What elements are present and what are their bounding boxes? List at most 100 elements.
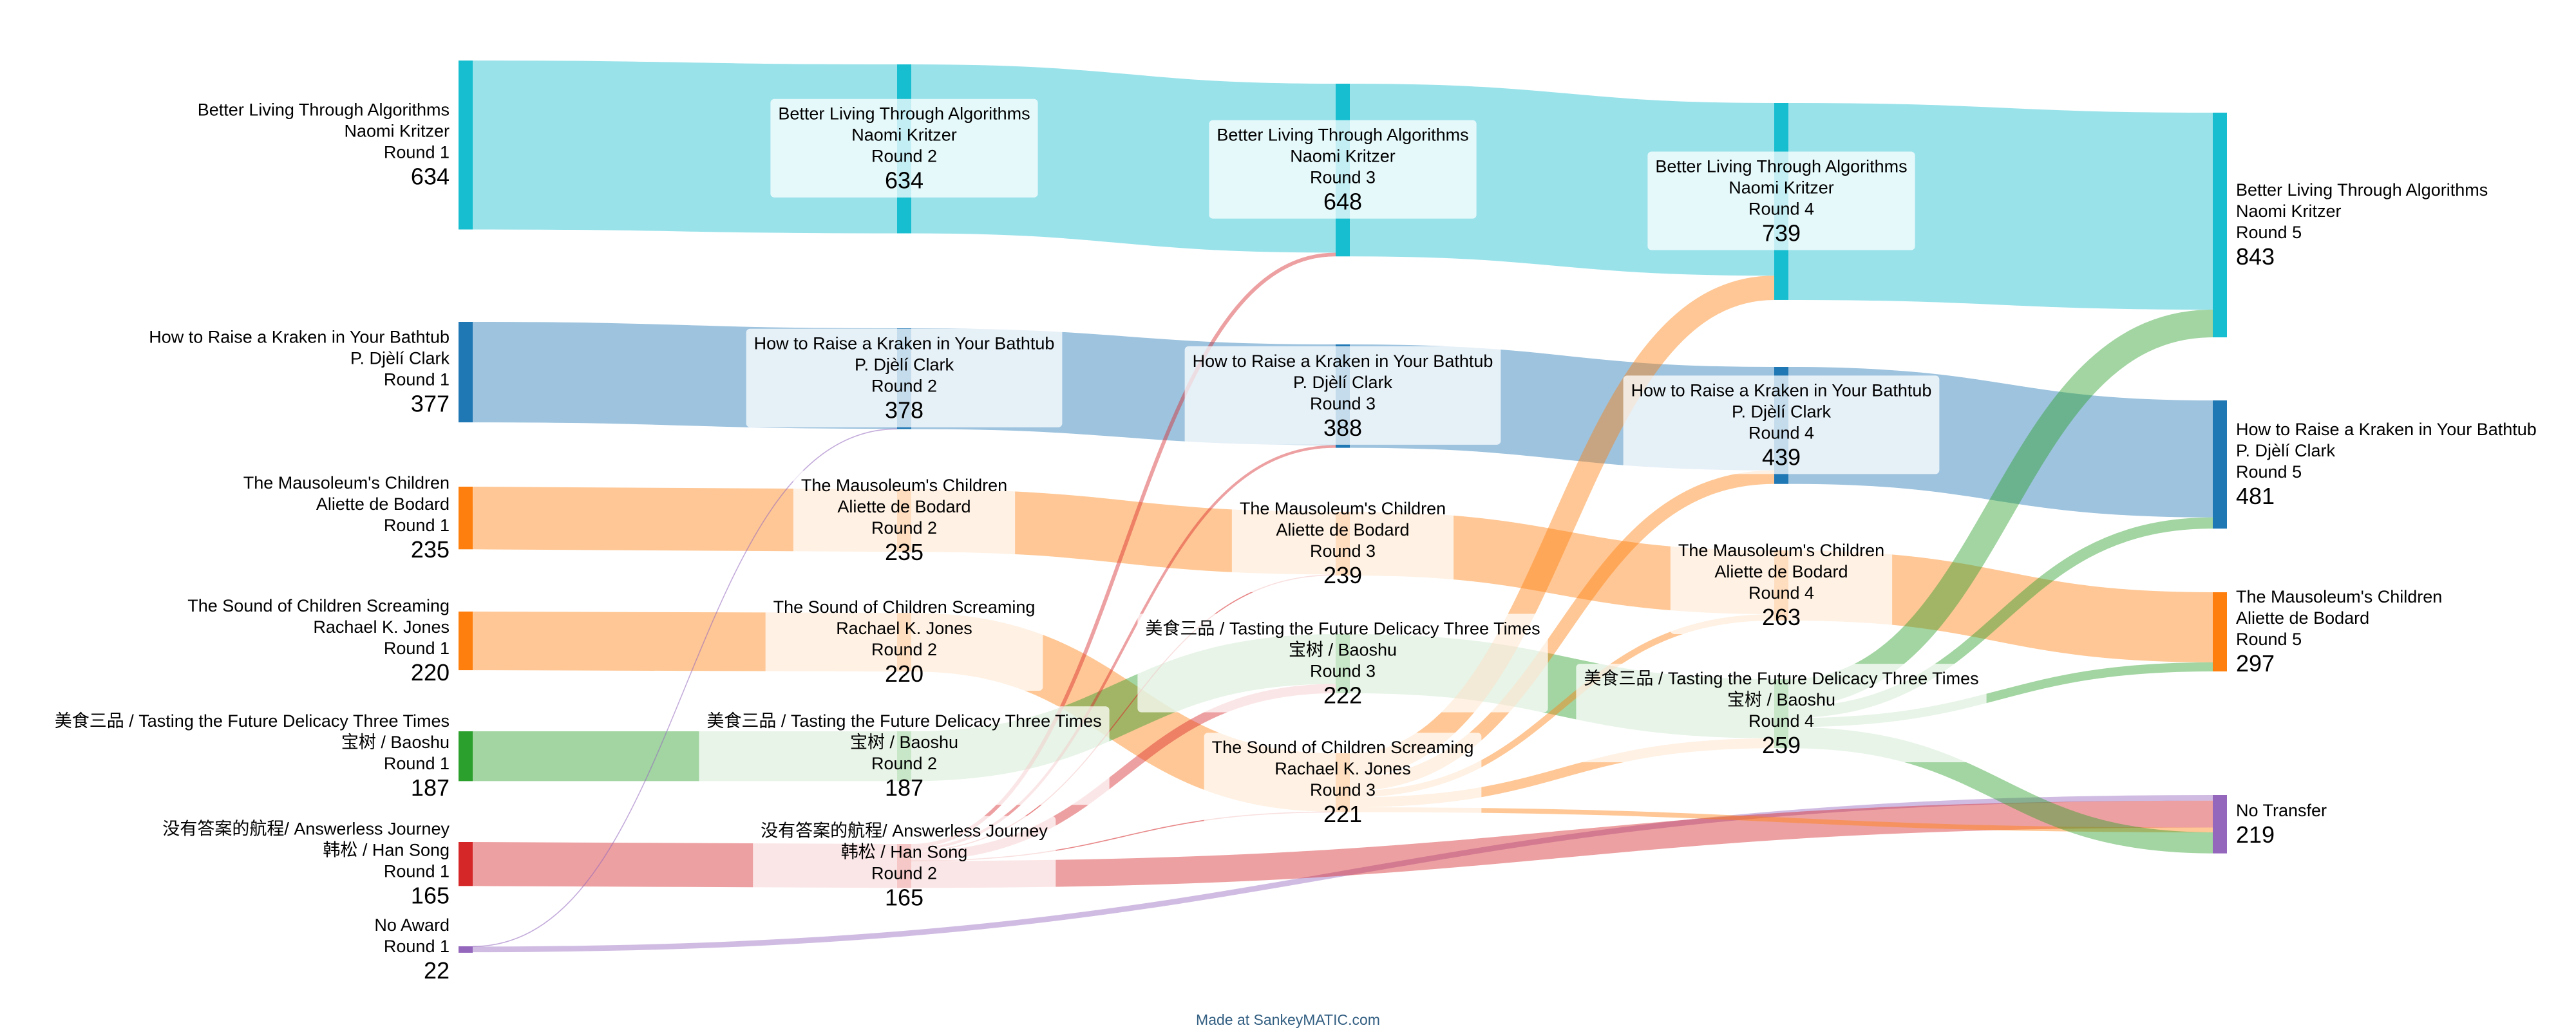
- node-label-line: 美食三品 / Tasting the Future Delicacy Three…: [55, 711, 450, 731]
- node-label-line: Aliette de Bodard: [2236, 608, 2369, 628]
- node-value: 219: [2236, 821, 2275, 848]
- node-label-line: Round 3: [1310, 780, 1376, 800]
- node-label-t3: 美食三品 / Tasting the Future Delicacy Three…: [1137, 613, 1548, 713]
- node-label-line: Round 4: [1748, 423, 1814, 442]
- node-label-line: Round 5: [2236, 630, 2302, 649]
- node-label-line: 没有答案的航程/ Answerless Journey: [162, 819, 450, 839]
- node-label-line: Better Living Through Algorithms: [1655, 156, 1907, 176]
- node-bar-a1[interactable]: [459, 61, 473, 230]
- flow-s3-to-nt[interactable]: [1349, 807, 2213, 832]
- node-value: 439: [1762, 444, 1801, 470]
- node-label-line: Aliette de Bodard: [1714, 562, 1848, 581]
- node-label-line: Rachael K. Jones: [313, 617, 450, 637]
- node-bar-a5[interactable]: [2213, 113, 2227, 338]
- node-label-line: 美食三品 / Tasting the Future Delicacy Three…: [706, 711, 1101, 731]
- node-label-line: The Mausoleum's Children: [1240, 499, 1446, 518]
- label-background-t3: [1137, 613, 1548, 713]
- node-label-line: 没有答案的航程/ Answerless Journey: [761, 821, 1048, 841]
- node-label-line: Round 2: [871, 640, 937, 659]
- node-value: 220: [411, 659, 450, 686]
- node-label-line: Naomi Kritzer: [851, 126, 957, 145]
- node-label-t4: 美食三品 / Tasting the Future Delicacy Three…: [1576, 664, 1987, 763]
- node-label-line: Rachael K. Jones: [836, 619, 972, 638]
- node-label-line: 宝树 / Baoshu: [850, 733, 958, 752]
- node-label-k1: How to Raise a Kraken in Your BathtubP. …: [149, 328, 450, 417]
- node-label-line: Naomi Kritzer: [344, 122, 450, 141]
- node-label-line: How to Raise a Kraken in Your Bathtub: [1631, 380, 1932, 400]
- label-background-t2: [699, 706, 1110, 805]
- node-label-line: Better Living Through Algorithms: [778, 104, 1030, 124]
- node-label-line: Round 3: [1310, 541, 1376, 561]
- node-label-line: P. Djèlí Clark: [855, 355, 954, 375]
- node-value: 297: [2236, 650, 2275, 677]
- node-label-line: How to Raise a Kraken in Your Bathtub: [1193, 351, 1493, 371]
- node-label-line: How to Raise a Kraken in Your Bathtub: [2236, 420, 2537, 439]
- node-label-line: Round 4: [1748, 583, 1814, 603]
- label-background-m2: [793, 471, 1016, 570]
- node-label-line: P. Djèlí Clark: [2236, 441, 2336, 460]
- node-label-line: Round 5: [2236, 223, 2302, 242]
- node-value: 263: [1762, 604, 1801, 630]
- label-background-k4: [1623, 375, 1940, 474]
- node-label-line: Aliette de Bodard: [837, 497, 971, 516]
- node-value: 221: [1323, 801, 1362, 827]
- node-value: 22: [424, 957, 450, 984]
- node-label-line: P. Djèlí Clark: [1293, 373, 1393, 392]
- node-label-line: The Sound of Children Screaming: [1212, 738, 1474, 757]
- node-label-line: 美食三品 / Tasting the Future Delicacy Three…: [1145, 619, 1540, 638]
- label-background-m3: [1231, 493, 1454, 592]
- node-value: 235: [885, 539, 923, 565]
- node-bar-k5[interactable]: [2213, 400, 2227, 529]
- node-bar-m5[interactable]: [2213, 592, 2227, 671]
- node-value: 165: [885, 885, 923, 911]
- label-background-a2: [770, 98, 1038, 198]
- node-label-k5: How to Raise a Kraken in Your Bathtub P. …: [2236, 420, 2537, 509]
- node-bar-j1[interactable]: [459, 842, 473, 886]
- node-bar-s1[interactable]: [459, 612, 473, 671]
- credit-text[interactable]: Made at SankeyMATIC.com: [1196, 1011, 1380, 1028]
- node-bar-n1[interactable]: [459, 946, 473, 953]
- node-label-line: Round 2: [871, 518, 937, 538]
- node-label-line: Better Living Through Algorithms: [2236, 180, 2488, 200]
- node-bar-t1[interactable]: [459, 731, 473, 782]
- node-value: 634: [885, 167, 923, 194]
- flow-n1-to-k2[interactable]: [472, 428, 898, 948]
- node-label-line: Round 1: [384, 143, 450, 162]
- node-label-line: No Award: [374, 915, 450, 935]
- node-label-t2: 美食三品 / Tasting the Future Delicacy Three…: [699, 706, 1110, 805]
- node-bar-nt[interactable]: [2213, 795, 2227, 854]
- node-value: 739: [1762, 220, 1801, 246]
- node-label-line: Round 3: [1310, 168, 1376, 187]
- label-background-k3: [1184, 346, 1501, 445]
- node-bar-m1[interactable]: [459, 487, 473, 550]
- flow-j2-to-a3[interactable]: [911, 252, 1336, 848]
- flow-j2-to-nt[interactable]: [911, 800, 2213, 888]
- flow-n1-to-nt[interactable]: [472, 795, 2213, 953]
- node-label-line: Aliette de Bodard: [1276, 520, 1409, 539]
- node-label-line: The Mausoleum's Children: [1678, 541, 1884, 560]
- node-label-line: Round 3: [1310, 661, 1376, 680]
- node-label-line: How to Raise a Kraken in Your Bathtub: [149, 328, 450, 347]
- label-background-t4: [1576, 664, 1987, 763]
- node-value: 235: [411, 536, 450, 563]
- node-label-line: Naomi Kritzer: [1290, 147, 1396, 166]
- node-label-line: Round 1: [384, 754, 450, 773]
- node-label-line: Round 1: [384, 862, 450, 881]
- node-label-line: Round 1: [384, 516, 450, 535]
- node-bar-k1[interactable]: [459, 322, 473, 423]
